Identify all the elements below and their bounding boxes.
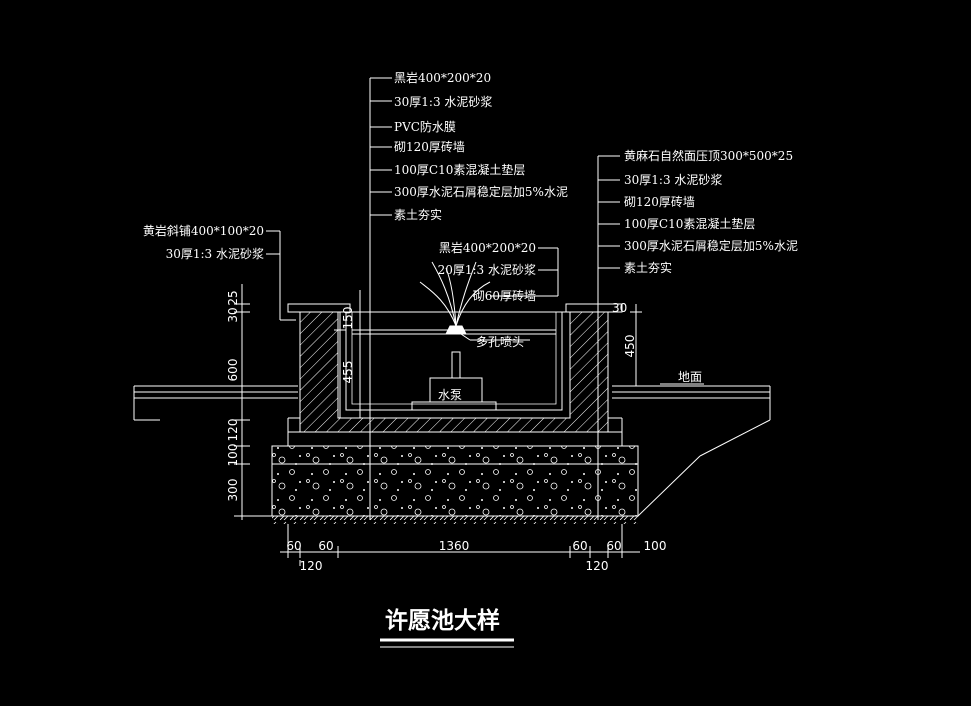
- dim-bottom-0: 60: [286, 539, 301, 553]
- dim-bottom-sub-1: 120: [586, 559, 609, 573]
- leader-lines: [266, 77, 704, 520]
- dim-bottom-4: 60: [606, 539, 621, 553]
- fountain-labels: 黑岩400*200*20 20厚1:3 水泥砂浆 砌60厚砖墙 多孔喷头 水泵 …: [438, 240, 702, 402]
- coping-right: [565, 303, 623, 313]
- ground-left: [133, 385, 298, 421]
- footing-step: [287, 431, 623, 447]
- soil-layer: [272, 516, 638, 524]
- gravel-base-layer: [271, 445, 639, 517]
- label-center-4: 100厚C10素混凝土垫层: [394, 162, 525, 177]
- label-center-3: 砌120厚砖墙: [394, 139, 465, 154]
- dim-left-2: 600: [226, 359, 240, 382]
- dim-right-0: 30: [612, 301, 627, 315]
- label-right-2: 砌120厚砖墙: [624, 194, 695, 209]
- label-right-4: 300厚水泥石屑稳定层加5%水泥: [624, 238, 798, 253]
- label-right-1: 30厚1:3 水泥砂浆: [624, 172, 722, 187]
- fountain: [411, 261, 497, 411]
- label-center-2: PVC防水膜: [394, 119, 456, 134]
- label-left-0: 黄岩斜铺400*100*20: [143, 223, 264, 238]
- coping-left: [287, 303, 351, 313]
- drawing-title: 许愿池大样: [385, 607, 500, 634]
- dimension-lines: [234, 284, 642, 566]
- label-nozzle: 多孔喷头: [476, 335, 524, 349]
- dim-left-3: 120: [226, 419, 240, 442]
- label-right-5: 素土夯实: [624, 260, 672, 275]
- label-fountain-0: 黑岩400*200*20: [439, 240, 536, 255]
- label-fountain-2: 砌60厚砖墙: [473, 288, 536, 303]
- dim-right-1: 450: [623, 335, 637, 358]
- dim-bottom-sub-0: 120: [300, 559, 323, 573]
- label-center-6: 素土夯实: [394, 207, 442, 222]
- bottom-dims: 60 60 1360 60 60 100 120 120: [286, 539, 666, 573]
- right-labels: 黄麻石自然面压顶300*500*25 30厚1:3 水泥砂浆 砌120厚砖墙 1…: [624, 148, 798, 275]
- dim-left-0: 25: [226, 290, 240, 305]
- dim-bottom-5: 100: [644, 539, 667, 553]
- label-center-0: 黑岩400*200*20: [394, 70, 491, 85]
- dim-left-5: 300: [226, 479, 240, 502]
- label-center-5: 300厚水泥石屑稳定层加5%水泥: [394, 184, 568, 199]
- dim-bottom-1: 60: [318, 539, 333, 553]
- left-labels: 黄岩斜铺400*100*20 30厚1:3 水泥砂浆: [143, 223, 264, 261]
- label-right-3: 100厚C10素混凝土垫层: [624, 216, 755, 231]
- dim-bottom-2: 1360: [439, 539, 470, 553]
- label-ground: 地面: [678, 370, 702, 384]
- dim-inner-0: 150: [341, 307, 355, 330]
- dim-inner-1: 455: [341, 361, 355, 384]
- left-vertical-dims: 25 30 600 120 100 300: [226, 290, 240, 501]
- dim-left-4: 100: [226, 444, 240, 467]
- dim-left-1: 30: [226, 307, 240, 322]
- center-labels: 黑岩400*200*20 30厚1:3 水泥砂浆 PVC防水膜 砌120厚砖墙 …: [394, 70, 568, 222]
- label-left-1: 30厚1:3 水泥砂浆: [166, 246, 264, 261]
- dim-bottom-3: 60: [572, 539, 587, 553]
- label-center-1: 30厚1:3 水泥砂浆: [394, 94, 492, 109]
- pool-lining-2: [351, 312, 557, 405]
- inner-vertical-dims: 150 455 30 450: [341, 301, 637, 383]
- label-fountain-1: 20厚1:3 水泥砂浆: [438, 262, 536, 277]
- label-pump: 水泵: [438, 388, 462, 402]
- label-right-0: 黄麻石自然面压顶300*500*25: [624, 148, 793, 163]
